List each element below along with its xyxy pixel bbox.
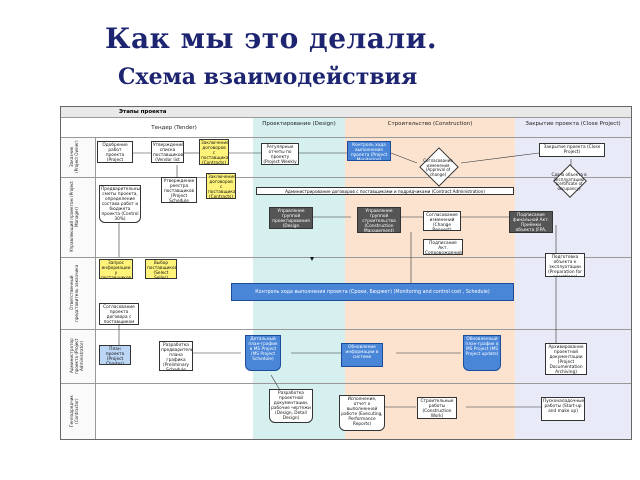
phase-head-close: Закрытие проекта (Close Project)	[525, 121, 621, 127]
box-construction-management: Управление группой строительства (Constr…	[357, 207, 401, 233]
lane-divider	[61, 257, 631, 258]
box-schedule-approval: Утверждение реестра поставщиков (Project…	[161, 177, 197, 203]
bar-monitoring-control: Контроль хода выполнения проекта (Сроки,…	[231, 283, 514, 301]
box-weekly-reports: Регулярные отчеты по проекту (Project We…	[261, 143, 299, 165]
decision-occupancy-text: Сдача объекта в эксплуатацию (certificat…	[551, 172, 587, 191]
box-contracts-2: Заключение договоров с поставщиками (Con…	[206, 173, 236, 199]
box-ms-project-schedule: Детальный план-график в MS Project (MS P…	[245, 335, 281, 371]
box-system-update: Обновление информации в системе	[341, 343, 383, 367]
box-close-project: Закрытие проекта (Close Project)	[539, 143, 605, 157]
swimlane-diagram: Этапы проекта Тендер (Tender) Проектиров…	[60, 106, 632, 440]
box-statement-of-work: Одобрение работ проекта (Project Stateme…	[97, 141, 133, 163]
phase-head-tender: Тендер (Tender)	[151, 125, 197, 131]
box-project-monitoring: Контроль хода выполнения проекта (Projec…	[347, 141, 391, 161]
lane-label-column	[61, 137, 96, 439]
decision-approval-text: Согласование изменения (Approval of chan…	[423, 158, 453, 177]
phase-head-design: Проектирование (Design)	[262, 121, 336, 127]
lane-divider	[61, 177, 631, 178]
box-design-management: Управление группой проектирования (Desig…	[269, 207, 313, 229]
lane-divider	[61, 137, 631, 138]
box-rfq: Запрос информации у поставщиков (RFQ)	[99, 259, 133, 279]
box-project-charter: План проекта (Project Charter)	[99, 345, 131, 365]
box-preliminary-schedule: Разработка предварительного плана график…	[159, 341, 193, 371]
box-select-seller: Выбор поставщиков (Select Seller)	[145, 259, 177, 279]
box-preliminary-estimates: Предварительные сметы проекта, определен…	[99, 185, 141, 223]
lane-divider	[61, 383, 631, 384]
box-vendor-list: Утверждение списка поставщиков (Vendor l…	[151, 141, 184, 163]
slide-subtitle: Схема взаимодействия	[118, 64, 418, 90]
slide-title: Как мы это делали.	[105, 22, 438, 55]
box-additional-agreements: Подписание Акт. Сопровождений (Additiona…	[423, 239, 463, 255]
box-prep-operations: Подготовка объекта к эксплуатации (Prepa…	[545, 253, 585, 277]
connector-arrows	[118, 152, 572, 408]
box-construction-work: Строительные работы (Construction Work)	[417, 397, 457, 419]
box-executing-reports: Исполнение, отчет о выполненной работе (…	[339, 395, 385, 431]
box-contracts: Заключение договоров с поставщиками (Con…	[199, 139, 229, 165]
box-change-request: Согласование изменений (Change Request)	[423, 211, 461, 231]
box-startup: Пусконаладочные работы (Start-up and mak…	[541, 397, 585, 421]
phase-head-construction: Строительство (Construction)	[387, 121, 473, 127]
bar-contract-administration: Администрирование договоров с поставщика…	[256, 187, 514, 195]
box-final-acceptance: Подписание финальной Акт. Приёмки объект…	[509, 211, 553, 233]
lane-divider	[61, 329, 631, 330]
box-archiving: Архивирование проектной документации (Pr…	[545, 343, 587, 375]
box-contract-approval: Согласование проекта договора с поставщи…	[99, 303, 139, 325]
box-design-documentation: Разработка проектной документации, рабоч…	[269, 389, 313, 423]
diagram-header: Этапы проекта	[61, 107, 631, 118]
box-ms-project-update: Обновленный план-график в MS Project (MS…	[463, 335, 501, 371]
